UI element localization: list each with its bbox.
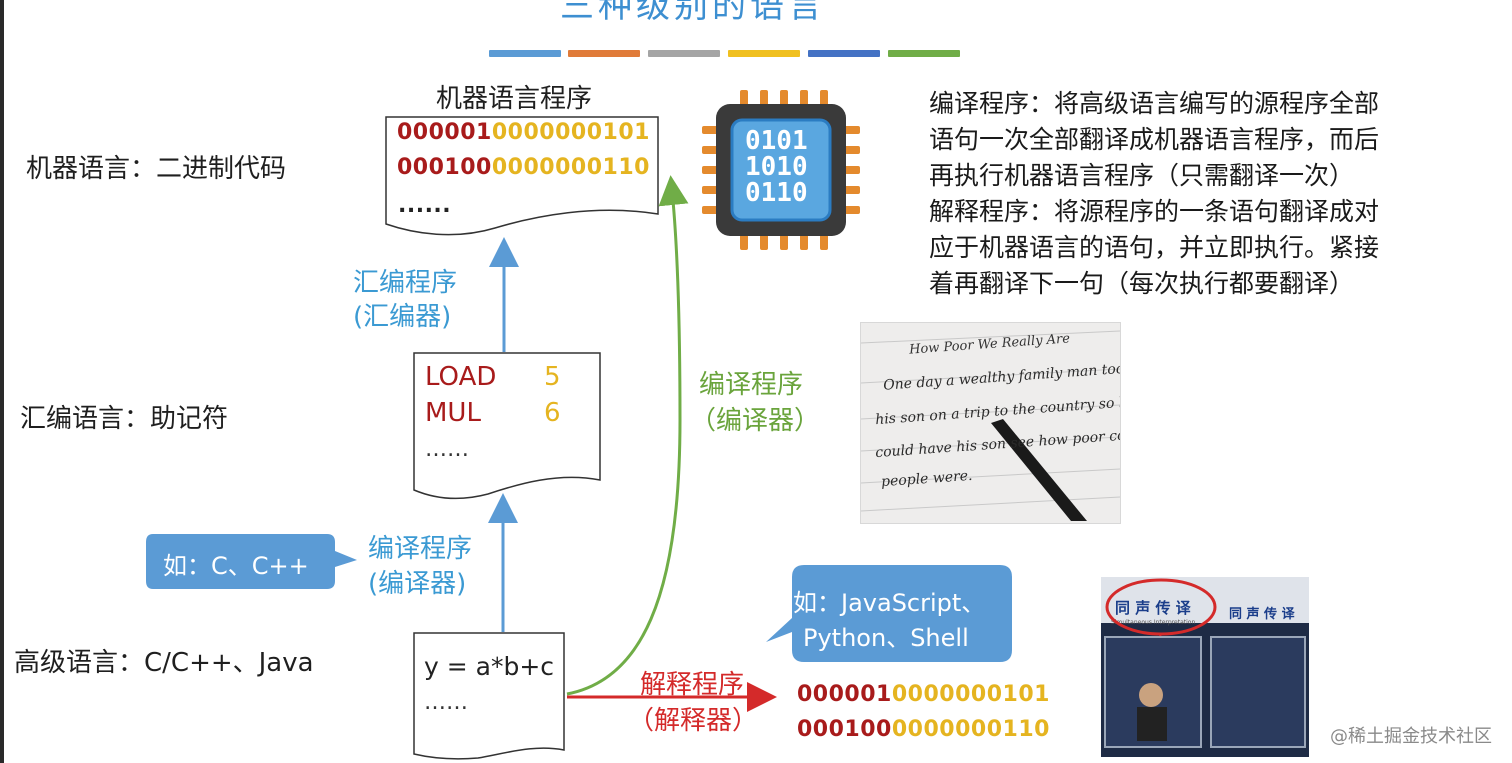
asm-arg-2: 6 bbox=[544, 398, 561, 428]
color-bar bbox=[489, 50, 561, 57]
handwriting-photo: How Poor We Really Are One day a wealthy… bbox=[860, 322, 1121, 524]
color-bar bbox=[808, 50, 880, 57]
asm-op-2: MUL bbox=[425, 398, 481, 428]
script-bubble-line-2: Python、Shell bbox=[803, 624, 969, 652]
asm-ellipsis: …… bbox=[425, 437, 469, 462]
chip-icon bbox=[702, 90, 860, 250]
script-bubble-line-1: 如：JavaScript、 bbox=[793, 589, 986, 617]
high-doc-shape bbox=[413, 632, 565, 760]
description-line: 解释程序：将源程序的一条语句翻译成对 bbox=[929, 197, 1380, 226]
interp-line-2: 0001000000000110 bbox=[797, 717, 1050, 742]
assembler-sub-label: (汇编器) bbox=[353, 302, 452, 332]
high-code-line: y = a*b+c bbox=[424, 652, 555, 681]
assembly-language-label: 汇编语言：助记符 bbox=[20, 404, 229, 434]
asm-arg-1: 5 bbox=[544, 362, 561, 392]
booth-header bbox=[1101, 577, 1309, 623]
interpreter-label: 解释程序 bbox=[640, 670, 745, 700]
c-bubble-text: 如：C、C++ bbox=[163, 552, 309, 580]
machine-line-2: 0001000000000110 bbox=[397, 155, 650, 180]
chip-text: 0101 1010 0110 bbox=[745, 128, 808, 206]
compiler-sub-label: (编译器) bbox=[368, 569, 467, 599]
description-block: 编译程序：将高级语言编写的源程序全部 语句一次全部翻译成机器语言程序，而后 再执… bbox=[929, 86, 1489, 302]
booth-sub: Simultaneous Interpretation bbox=[1111, 619, 1196, 626]
booth-sign-2: 同 声 传 译 bbox=[1229, 607, 1295, 622]
description-line: 着再翻译下一句（每次执行都要翻译） bbox=[929, 269, 1355, 298]
high-level-language-label: 高级语言：C/C++、Java bbox=[14, 648, 314, 678]
assembler-label: 汇编程序 bbox=[353, 268, 458, 298]
c-bubble-shape bbox=[146, 534, 357, 589]
color-bar bbox=[648, 50, 720, 57]
compiler-right-sub-label: （编译器） bbox=[690, 406, 821, 436]
handwriting-lines bbox=[861, 330, 1120, 521]
description-line: 语句一次全部翻译成机器语言程序，而后 bbox=[929, 125, 1380, 154]
description-line: 再执行机器语言程序（只需翻译一次） bbox=[929, 161, 1355, 190]
script-bubble-shape bbox=[766, 565, 1012, 662]
machine-line-1: 0000010000000101 bbox=[397, 120, 650, 145]
left-edge-bar bbox=[0, 0, 4, 763]
compiler-right-label: 编译程序 bbox=[699, 370, 804, 400]
color-bar bbox=[728, 50, 800, 57]
interp-line-1: 0000010000000101 bbox=[797, 682, 1050, 707]
watermark: @稀土掘金技术社区 bbox=[1330, 726, 1492, 747]
description-line: 应于机器语言的语句，并立即执行。紧接 bbox=[929, 233, 1380, 262]
interpreter-sub-label: （解释器） bbox=[628, 706, 759, 736]
machine-language-label: 机器语言：二进制代码 bbox=[26, 154, 287, 184]
chip-line: 1010 bbox=[745, 152, 808, 182]
booth-circle bbox=[1104, 578, 1306, 748]
machine-ellipsis: ...... bbox=[398, 193, 452, 218]
booth-sign-1: 同 声 传 译 bbox=[1115, 599, 1191, 617]
color-bar bbox=[568, 50, 640, 57]
asm-op-1: LOAD bbox=[425, 362, 497, 392]
compiler-label: 编译程序 bbox=[368, 534, 473, 564]
high-ellipsis: …… bbox=[424, 690, 468, 715]
page-title: 三种级别的语言 bbox=[560, 0, 826, 26]
description-line: 编译程序：将高级语言编写的源程序全部 bbox=[929, 89, 1380, 118]
color-bar bbox=[888, 50, 960, 57]
chip-line: 0110 bbox=[745, 178, 808, 208]
chip-line: 0101 bbox=[745, 126, 808, 156]
booth-photo: 同 声 传 译 同 声 传 译 Simultaneous Interpretat… bbox=[1101, 577, 1309, 757]
machine-program-heading: 机器语言程序 bbox=[436, 84, 593, 114]
